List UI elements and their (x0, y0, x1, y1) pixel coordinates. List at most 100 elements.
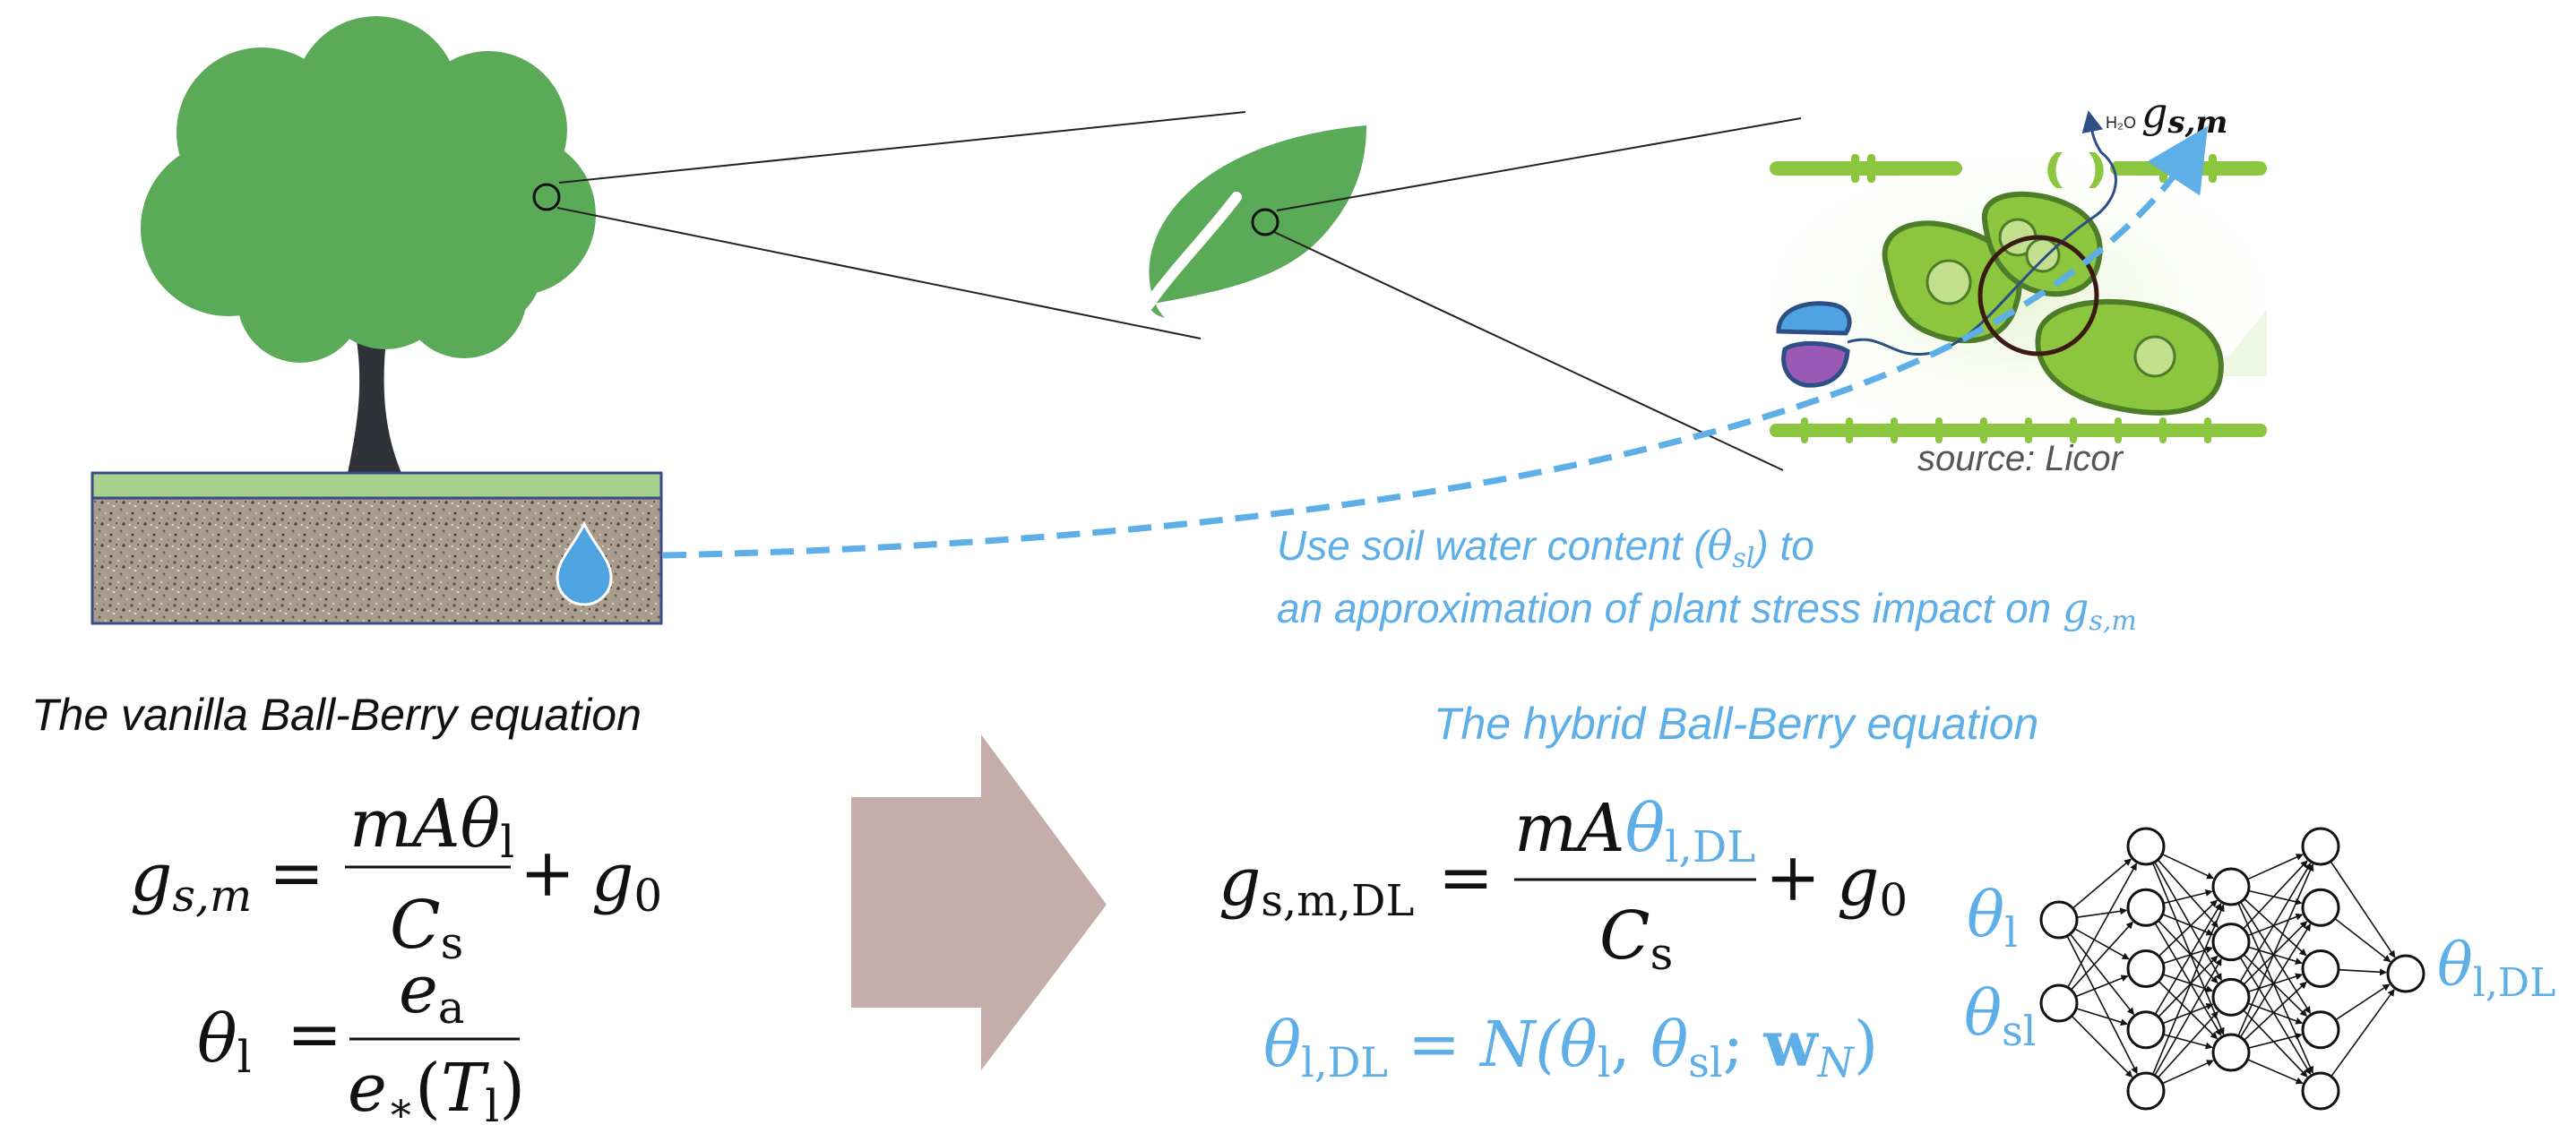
nn-input-1: θ (1967, 878, 2004, 951)
zoom-line-tree-top (558, 111, 1246, 184)
nn-connection (2247, 1059, 2304, 1085)
nn-neuron (2039, 900, 2079, 940)
nn-connection (2335, 983, 2391, 1021)
svg-text:θl: θl (1967, 878, 2018, 957)
svg-text:θsl: θsl (1964, 976, 2036, 1055)
nn-neuron (2126, 1071, 2166, 1111)
svg-text:gs,m: gs,m (130, 839, 252, 922)
guard-cell-upper (1776, 301, 1852, 336)
tree-canopy (141, 16, 596, 363)
nn-neuron (2126, 1010, 2166, 1050)
nn-connection (2246, 854, 2304, 880)
nn-connection (2330, 861, 2396, 958)
nn-connection (2244, 981, 2307, 1041)
hybrid-equation-1: gs,m,DL = mAθl,DL Cs + g0 (1219, 790, 1908, 980)
nn-input-2: θ (1964, 976, 2002, 1050)
nn-neuron (2301, 827, 2340, 866)
svg-text:mAθl,DL: mAθl,DL (1514, 790, 1755, 872)
nn-connection (2162, 1002, 2214, 1025)
zoom-line-leaf-top (1276, 117, 1802, 211)
stomata-water-path (1847, 110, 2117, 356)
nn-connection (2066, 935, 2138, 1075)
svg-text:θl,DL: θl,DL (2437, 931, 2555, 1006)
svg-text:gs,m: gs,m (2141, 89, 2227, 141)
tree-icon (141, 16, 596, 473)
nn-connection (2075, 1008, 2128, 1026)
gsm-symbol: g (2141, 89, 2167, 137)
nn-connection (2161, 1060, 2214, 1085)
svg-text:g0: g0 (591, 839, 662, 922)
annotation-line-2: an approximation of plant stress impact … (1277, 584, 2137, 637)
nn-connection (2243, 954, 2308, 1017)
nn-neuron (2301, 888, 2340, 927)
nn-neuron (2126, 949, 2166, 988)
svg-text:+: + (1765, 839, 1821, 916)
stomata-cross-section (1770, 110, 2267, 443)
nn-connection (2163, 889, 2213, 905)
nn-neuron (2211, 923, 2251, 962)
gsm-sub: s,m (2167, 105, 2227, 141)
nn-connection (2237, 863, 2314, 1036)
nn-input-labels: θl θsl θl,DL (1964, 878, 2555, 1055)
nn-connection (2330, 989, 2395, 1078)
nn-connection (2237, 902, 2314, 1074)
right-arrow-shape (851, 734, 1107, 1070)
svg-text:=: = (269, 835, 324, 912)
nn-connection (2075, 975, 2129, 998)
nn-connection (2244, 897, 2307, 957)
nn-output: θ (2437, 931, 2473, 1000)
svg-text:g0: g0 (1837, 844, 1908, 926)
neural-network-icon (2039, 827, 2425, 1111)
nn-neuron (2211, 977, 2251, 1017)
nn-neuron (2211, 867, 2251, 906)
vanilla-equation-2: θl = ea e∗(Tl) (197, 951, 525, 1132)
nn-neuron (2126, 827, 2166, 866)
guard-cell-lower (1781, 340, 1850, 388)
nn-neuron (2301, 949, 2340, 988)
svg-text:=: = (287, 996, 342, 1073)
nn-connection (2243, 921, 2308, 985)
nn-connection (2158, 920, 2218, 984)
nn-connection (2071, 1015, 2133, 1078)
grass-strip (90, 471, 663, 500)
vanilla-title: The vanilla Ball-Berry equation (31, 690, 642, 740)
nn-connection (2239, 923, 2312, 1038)
svg-text:mAθl: mAθl (349, 786, 514, 868)
hybrid-title: The hybrid Ball-Berry equation (1434, 699, 2038, 749)
nn-connection (2248, 889, 2303, 906)
svg-text:=: = (1438, 839, 1494, 916)
nn-connection (2334, 917, 2391, 963)
nn-connection (2247, 913, 2304, 937)
nn-connection (2154, 923, 2222, 1036)
nn-connection (2161, 853, 2215, 880)
nn-connection (2162, 914, 2214, 936)
nn-connection (2247, 973, 2303, 993)
svg-text:θl,DL = N(θl, θsl; wN): θl,DL = N(θl, θsl; wN) (1263, 1007, 1878, 1086)
nn-connection (2154, 903, 2222, 1015)
nn-connection (2247, 946, 2303, 966)
nn-connection (2151, 904, 2225, 1075)
nn-connection (2248, 1032, 2303, 1049)
hybrid-equation-2: θl,DL = N(θl, θsl; wN) (1263, 1007, 1878, 1086)
leaf-zoom-marker (1251, 208, 1279, 236)
nn-neuron (2039, 983, 2079, 1023)
nn-connection (2070, 921, 2133, 991)
mesophyll-cells (1882, 191, 2224, 416)
svg-text:Cs: Cs (390, 887, 463, 969)
zoom-line-tree-bottom (556, 207, 1202, 339)
soil-block (90, 471, 663, 625)
svg-text:+: + (520, 835, 575, 912)
nn-neuron (2301, 1010, 2340, 1050)
source-credit: source: Licor (1917, 439, 2124, 478)
nn-connection (2243, 860, 2308, 930)
nn-connection (2158, 899, 2218, 957)
svg-text:e∗(Tl): e∗(Tl) (348, 1050, 525, 1132)
nn-connection (2239, 901, 2312, 1014)
svg-text:θl: θl (197, 1000, 252, 1083)
water-drop-icon (556, 520, 613, 606)
nn-connection (2158, 955, 2218, 1017)
nn-connection (2157, 1010, 2218, 1078)
nn-connection (2072, 858, 2132, 909)
nn-connection (2243, 1009, 2308, 1078)
